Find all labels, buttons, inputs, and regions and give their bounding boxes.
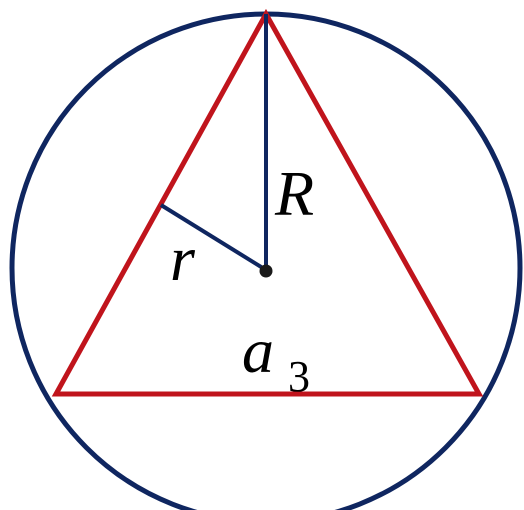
label-side-subscript: 3 bbox=[288, 352, 310, 401]
label-side-a: a bbox=[242, 315, 274, 386]
label-inradius: r bbox=[170, 223, 196, 294]
inradius-line bbox=[159, 203, 268, 272]
equilateral-triangle bbox=[51, 8, 484, 397]
label-circumradius: R bbox=[274, 158, 314, 229]
center-point bbox=[259, 264, 273, 278]
